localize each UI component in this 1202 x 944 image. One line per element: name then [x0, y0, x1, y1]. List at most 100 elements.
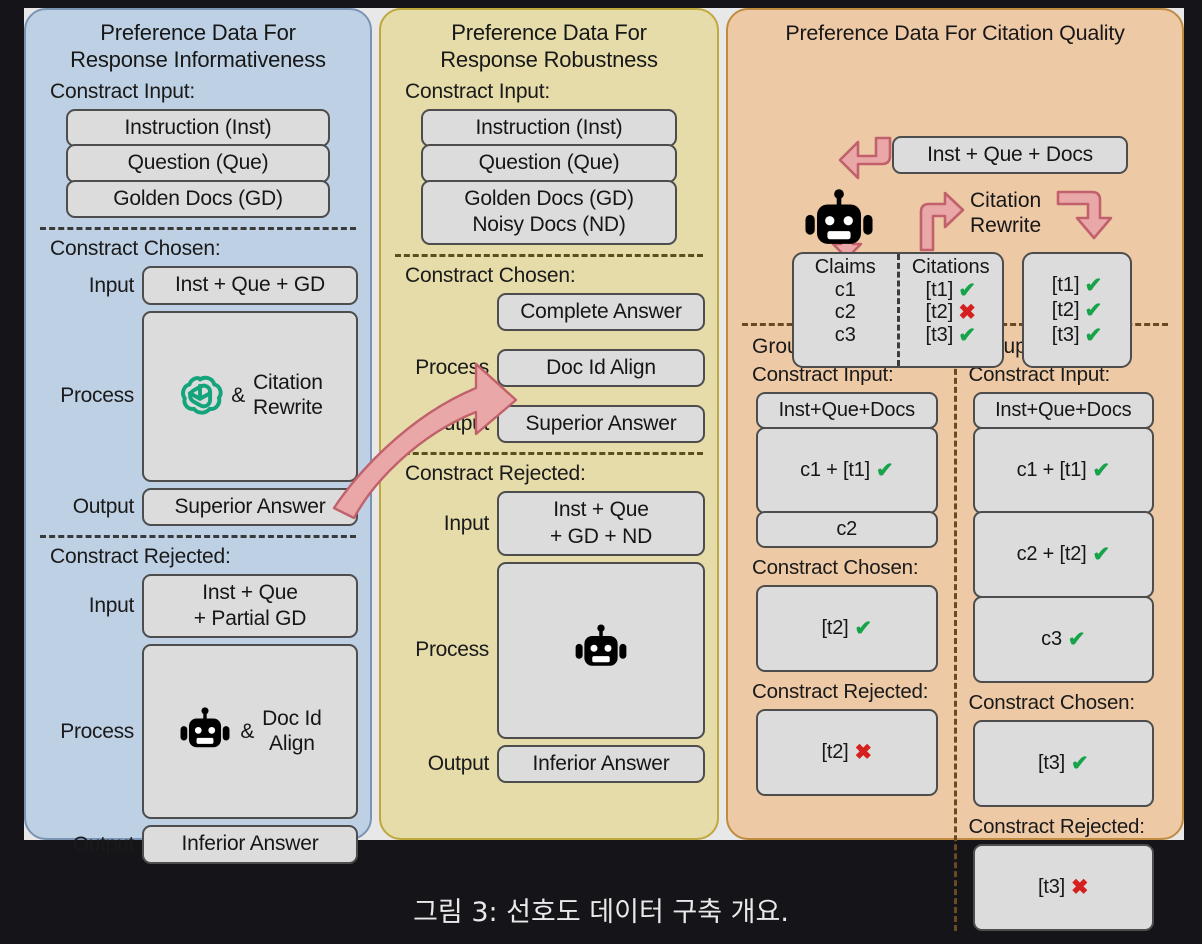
rejected-output-value: Inferior Answer — [142, 825, 358, 864]
rejected-output-label: Output — [427, 752, 490, 776]
check-icon: ✔ — [958, 324, 976, 348]
arrow-citation-rewrite-left-icon — [919, 191, 965, 252]
citation-cell: [t1] ✔ — [926, 279, 976, 302]
rejected-process-value-box: & Doc Id Align — [142, 644, 358, 820]
group-1-rejected-label: Constract Rejected: — [752, 680, 929, 704]
input-box-golden-docs: Golden Docs (GD) — [66, 180, 330, 219]
citation-label: [t2] — [1051, 298, 1080, 321]
chosen-output-label: Output — [427, 412, 490, 436]
chosen-output-row: Output Superior Answer — [393, 405, 705, 444]
chosen-process-row: Process Doc Id Align — [393, 348, 705, 388]
group-2-input-box: Inst+Que+Docs — [972, 392, 1154, 430]
citation-cell: [t2] ✖ — [926, 301, 976, 324]
chosen-process-value: Doc Id Align — [497, 348, 705, 388]
robot-icon — [178, 679, 232, 786]
group-2-rejected-box: [t3] ✖ — [972, 843, 1154, 931]
cross-icon: ✖ — [958, 301, 976, 325]
panel-1-input-stack: Instruction (Inst) Question (Que) Golden… — [66, 108, 330, 219]
chosen-complete-answer: Complete Answer — [497, 292, 705, 331]
group-1-chosen-label: Constract Chosen: — [752, 556, 919, 580]
group-1-input-stack: Inst+Que+Docs c1 + [t1] ✔ c2 — [756, 392, 938, 549]
check-icon: ✔ — [1084, 323, 1103, 347]
rejected-output-row: Output Inferior Answer — [393, 744, 705, 784]
chosen-process-row: Process — [38, 310, 358, 482]
check-icon: ✔ — [1071, 751, 1089, 775]
rejected-input-label: Input — [443, 511, 490, 535]
group-2-chosen-text: [t3] — [1038, 751, 1066, 774]
chosen-output-label: Output — [72, 494, 135, 518]
claim-cell: c2 — [834, 301, 856, 324]
rejected-process-row: Process — [38, 644, 358, 820]
rewritten-citation-cell: [t3] ✔ — [1052, 324, 1102, 347]
rejected-process-amp: & — [240, 719, 255, 743]
rejected-input-value: Inst + Que + Partial GD — [142, 573, 358, 639]
check-icon: ✔ — [1092, 458, 1111, 482]
citation-cell: [t3] ✔ — [926, 324, 976, 347]
chosen-top-row: Complete Answer — [393, 292, 705, 331]
input-box-instruction: Instruction (Inst) — [66, 108, 330, 147]
input-box-docs: Golden Docs (GD) Noisy Docs (ND) — [421, 180, 677, 245]
divider-1b — [40, 534, 356, 538]
citation-label: [t1] — [925, 278, 954, 301]
group-1-input-box: c1 + [t1] ✔ — [756, 426, 938, 514]
group-2-chosen-box: [t3] ✔ — [972, 719, 1154, 807]
group-1-input-label: Constract Input: — [752, 363, 894, 387]
citation-label: [t3] — [925, 324, 954, 347]
group-1: Group 1 Constract Input: Inst+Que+Docs c… — [740, 333, 957, 931]
rejected-output-row: Output Inferior Answer — [38, 825, 358, 864]
group-2-input-text: c1 + [t1] — [1016, 458, 1087, 481]
cross-icon: ✖ — [1071, 875, 1089, 899]
inst-que-docs-box: Inst + Que + Docs — [892, 136, 1128, 175]
citation-label: [t1] — [1051, 274, 1080, 297]
rejected-output-value: Inferior Answer — [497, 744, 705, 784]
rejected-process-text: Doc Id Align — [262, 707, 322, 755]
claim-cell: c1 — [834, 278, 856, 301]
panel-response-robustness: Preference Data For Response Robustness … — [379, 8, 719, 840]
citations-column: Citations [t1] ✔ [t2] ✖ [t3] ✔ — [900, 254, 1003, 366]
panel-2-chosen-label: Constract Chosen: — [405, 263, 576, 287]
panel-2-input-stack: Instruction (Inst) Question (Que) Golden… — [421, 108, 677, 245]
group-2-input-label: Constract Input: — [968, 363, 1111, 387]
input-box-question: Question (Que) — [421, 144, 677, 183]
arrow-into-robot-icon — [838, 136, 892, 180]
panel-1-chosen-label: Constract Chosen: — [50, 237, 221, 261]
rewritten-citations-box: [t1] ✔ [t2] ✔ [t3] ✔ — [1022, 252, 1132, 369]
citation-label: [t2] — [925, 301, 954, 324]
chosen-output-row: Output Superior Answer — [38, 487, 358, 526]
group-1-chosen-text: [t2] — [821, 617, 849, 640]
panel-3-pipeline: Inst + Que + Docs — [740, 52, 1170, 369]
group-1-input-box: Inst+Que+Docs — [756, 392, 938, 430]
panel-3-title: Preference Data For Citation Quality — [785, 21, 1125, 45]
citation-rewrite-label: Citation Rewrite — [970, 189, 1042, 238]
group-2-rejected-text: [t3] — [1038, 875, 1066, 898]
check-icon: ✔ — [958, 278, 976, 302]
rejected-output-label: Output — [72, 832, 135, 856]
check-icon: ✔ — [876, 458, 894, 482]
openai-logo-icon — [177, 347, 223, 446]
rejected-process-label: Process — [415, 638, 489, 662]
claim-cell: c3 — [834, 324, 856, 347]
group-2-rejected-label: Constract Rejected: — [968, 814, 1145, 838]
rejected-process-label: Process — [60, 719, 134, 743]
rejected-input-row: Input Inst + Que + GD + ND — [393, 491, 705, 556]
panel-2-title: Preference Data For Response Robustness — [440, 20, 658, 72]
rejected-process-value-box — [497, 561, 705, 739]
group-2-input-box: c2 + [t2] ✔ — [972, 511, 1154, 599]
rejected-input-value: Inst + Que + GD + ND — [497, 491, 705, 556]
robot-icon — [573, 596, 629, 705]
chosen-input-row: Input Inst + Que + GD — [38, 266, 358, 305]
group-2-input-stack: Inst+Que+Docs c1 + [t1] ✔ c2 + [t2] ✔ — [972, 392, 1154, 683]
group-2-input-text: c2 + [t2] — [1016, 543, 1087, 566]
rejected-input-label: Input — [88, 594, 135, 618]
divider-2a — [395, 253, 703, 257]
chosen-process-label: Process — [415, 356, 489, 380]
panel-1-input-label: Constract Input: — [50, 79, 196, 103]
figure-canvas: Preference Data For Response Informative… — [24, 8, 1184, 931]
group-1-rejected-box: [t2] ✖ — [756, 709, 938, 797]
arrow-citation-rewrite-right-icon — [1056, 190, 1113, 240]
divider-1a — [40, 227, 356, 231]
chosen-input-value: Inst + Que + GD — [142, 266, 358, 305]
panel-response-informativeness: Preference Data For Response Informative… — [24, 8, 372, 864]
claims-citations-table: Claims c1 c2 c3 Citations [t1] ✔ [t2] — [792, 252, 1004, 369]
